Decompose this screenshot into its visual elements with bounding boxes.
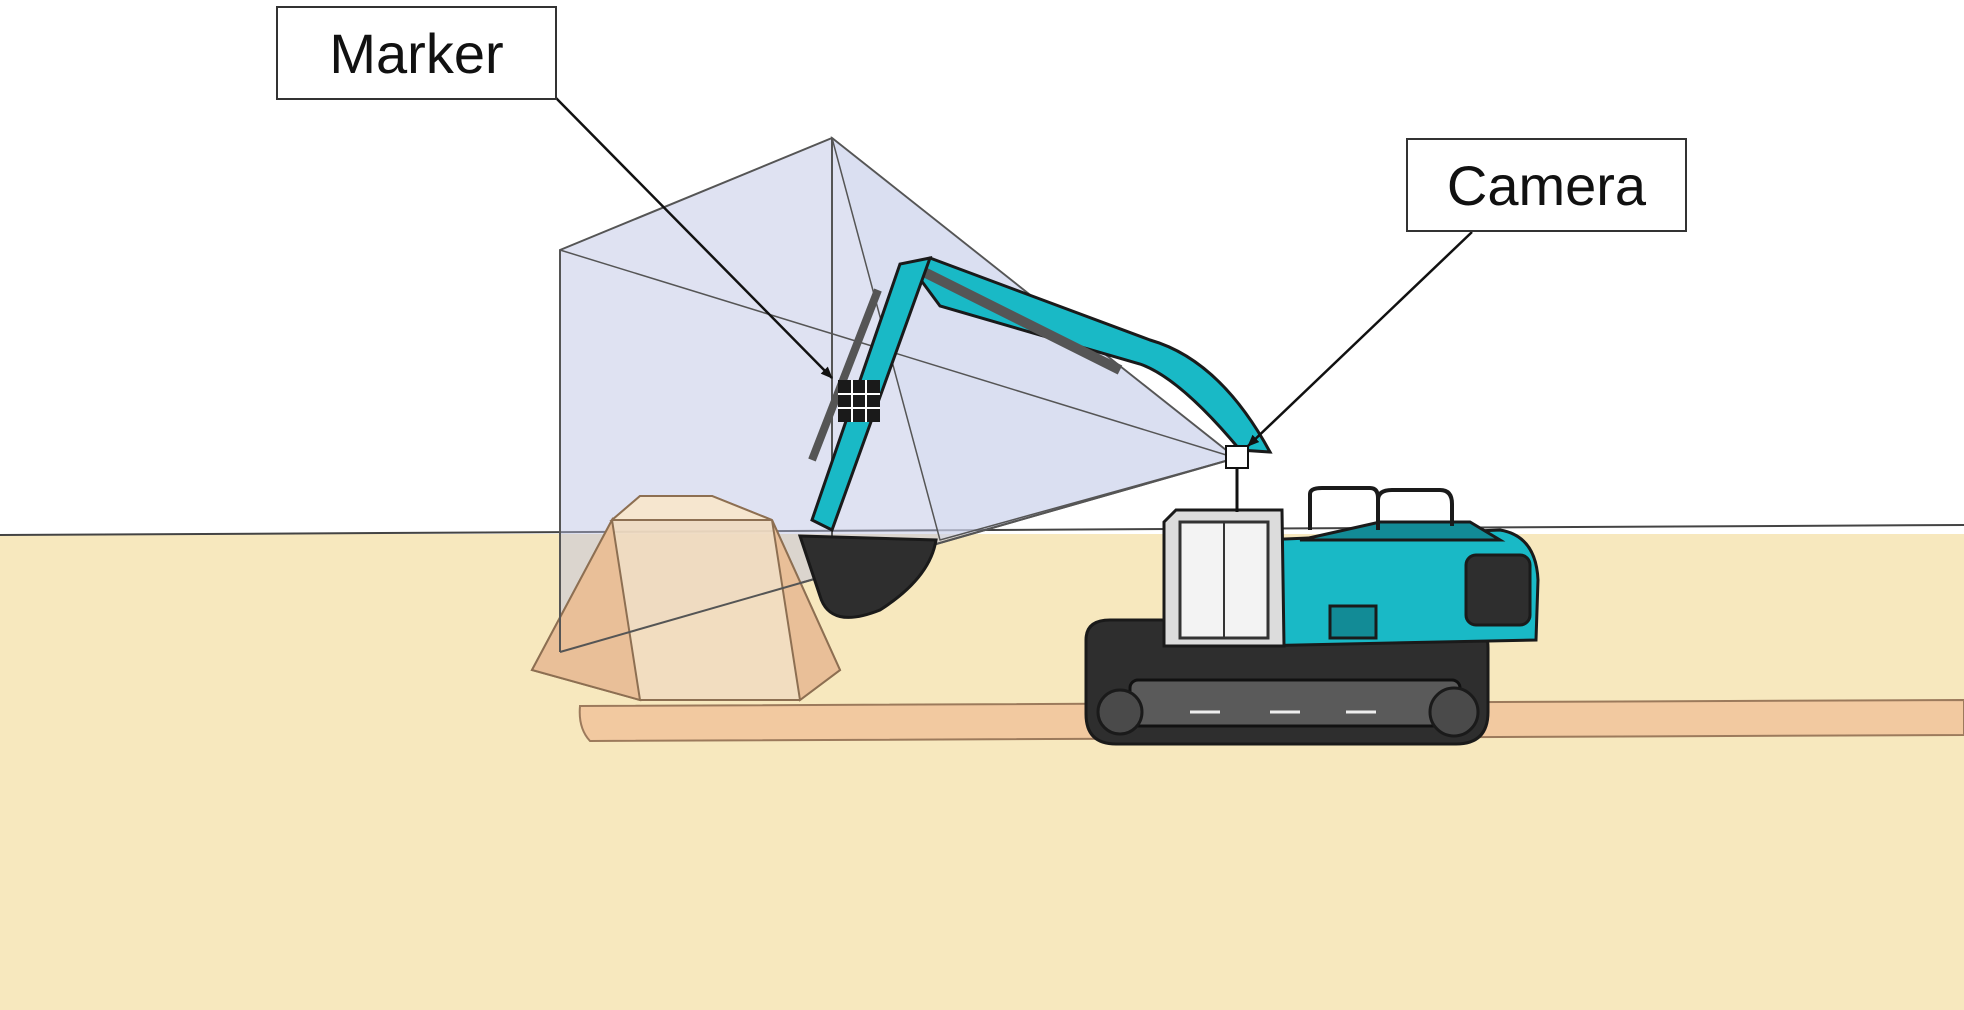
sprocket-wheel [1428,686,1480,738]
camera-label: Camera [1406,138,1687,232]
camera-leader-line [1247,231,1473,447]
engine-hood [1299,520,1506,542]
ground [0,534,1964,1010]
idler-wheel [1096,688,1144,736]
camera-device [1225,445,1249,512]
soil-mound [530,495,842,702]
marker-leader-line [555,97,833,379]
boom-cylinder [917,265,1123,375]
guard-rail [1308,486,1454,530]
marker-label: Marker [276,6,557,100]
counterweight [1464,553,1532,627]
excavator [797,256,1540,746]
bucket [797,534,938,619]
marker-target [838,380,880,422]
arm-cylinder [808,288,882,462]
crawler-frame [1128,678,1462,728]
engine-grille [1328,604,1378,640]
